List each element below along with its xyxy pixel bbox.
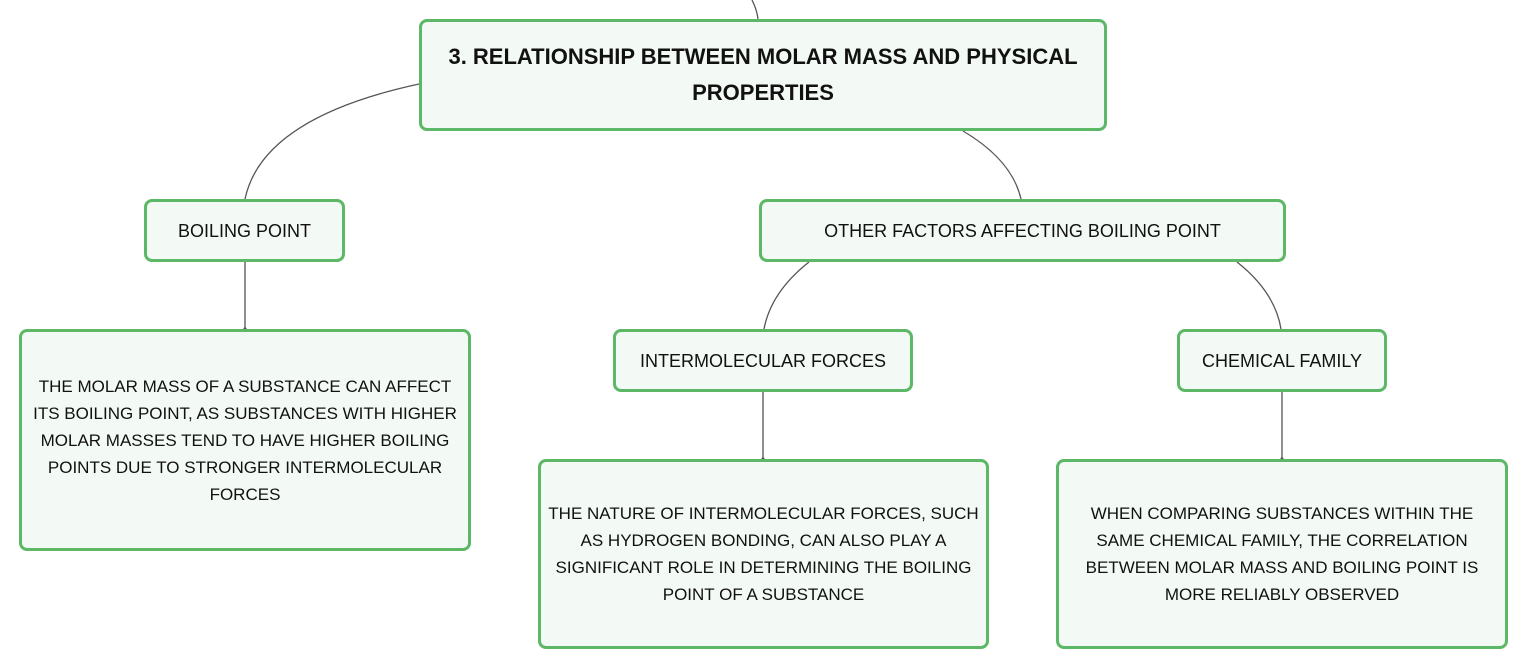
root-topic-label: 3. RELATIONSHIP BETWEEN MOLAR MASS AND P… <box>448 44 1078 105</box>
intermolecular-forces-node[interactable]: INTERMOLECULAR FORCES <box>613 329 913 392</box>
intermolecular-forces-label: INTERMOLECULAR FORCES <box>639 350 887 371</box>
connector-root-to-boiling-point <box>244 83 420 200</box>
other-factors-node[interactable]: OTHER FACTORS AFFECTING BOILING POINT <box>759 199 1286 262</box>
connector-other-factors-to-chemical-family <box>1236 261 1282 330</box>
boiling-point-detail-node[interactable]: THE MOLAR MASS OF A SUBSTANCE CAN AFFECT… <box>19 329 471 551</box>
chemical-family-node[interactable]: CHEMICAL FAMILY <box>1177 329 1387 392</box>
chemical-family-label: CHEMICAL FAMILY <box>1201 350 1363 371</box>
connector-parent-to-root <box>751 0 759 20</box>
boiling-point-node[interactable]: BOILING POINT <box>144 199 345 262</box>
intermolecular-forces-detail-text: THE NATURE OF INTERMOLECULAR FORCES, SUC… <box>548 504 979 604</box>
boiling-point-label: BOILING POINT <box>177 220 312 241</box>
root-topic-node[interactable]: 3. RELATIONSHIP BETWEEN MOLAR MASS AND P… <box>419 19 1107 131</box>
other-factors-label: OTHER FACTORS AFFECTING BOILING POINT <box>824 220 1221 241</box>
chemical-family-detail-text: WHEN COMPARING SUBSTANCES WITHIN THE SAM… <box>1085 504 1479 604</box>
boiling-point-detail-text: THE MOLAR MASS OF A SUBSTANCE CAN AFFECT… <box>33 376 457 504</box>
connector-other-factors-to-intermolecular <box>763 261 810 330</box>
connector-root-to-other-factors <box>962 130 1022 200</box>
intermolecular-forces-detail-node[interactable]: THE NATURE OF INTERMOLECULAR FORCES, SUC… <box>538 459 989 649</box>
chemical-family-detail-node[interactable]: WHEN COMPARING SUBSTANCES WITHIN THE SAM… <box>1056 459 1508 649</box>
